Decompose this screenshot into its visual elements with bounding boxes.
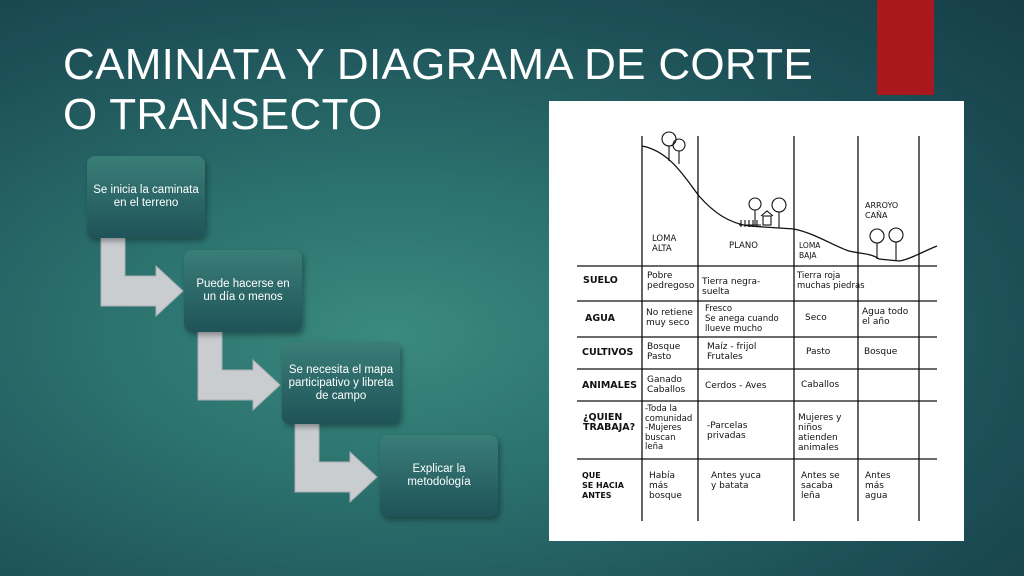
table-cell: Agua todo el año	[862, 307, 909, 327]
table-cell: Maíz - frijol Frutales	[707, 342, 757, 362]
table-cell: Antes yuca y batata	[711, 471, 761, 491]
title-line-2: O TRANSECTO	[63, 90, 383, 139]
table-cell: -Toda la comunidad -Mujeres buscan leña	[645, 404, 693, 452]
row-label-animales: ANIMALES	[582, 380, 638, 391]
zone-label-loma-alta: LOMA ALTA	[652, 234, 677, 254]
row-label-suelo: SUELO	[583, 275, 618, 286]
title-line-1: CAMINATA Y DIAGRAMA DE CORTE	[63, 40, 814, 89]
table-cell: Pasto	[806, 347, 831, 357]
table-cell: Fresco Se anega cuando llueve mucho	[705, 304, 779, 334]
flow-step-4-text: Explicar la metodología	[407, 463, 471, 488]
row-label-agua: AGUA	[585, 313, 615, 324]
table-cell: Seco	[805, 313, 827, 323]
row-label-quien-trabaja: ¿QUIEN TRABAJA?	[583, 412, 636, 433]
row-label-cultivos: CULTIVOS	[582, 347, 634, 358]
table-cell: -Parcelas privadas	[707, 421, 748, 441]
row-label-antes: QUE SE HACIA ANTES	[582, 471, 624, 500]
table-cell: Bosque Pasto	[647, 342, 681, 362]
table-cell: Bosque	[864, 347, 898, 357]
flow-step-1-text: Se inicia la caminata en el terreno	[93, 184, 199, 209]
flow-step-4: Explicar la metodología	[380, 435, 498, 517]
accent-bar	[877, 0, 934, 95]
flow-step-1: Se inicia la caminata en el terreno	[87, 156, 205, 238]
flow-step-2-text: Puede hacerse en un día o menos	[196, 278, 290, 303]
transect-diagram: LOMA ALTA PLANO LOMA BAJA ARROYO CAÑA SU…	[549, 101, 964, 541]
table-cell: Tierra roja muchas piedras	[797, 271, 865, 291]
table-cell: Tierra negra- suelta	[702, 277, 761, 297]
table-cell: Había más bosque	[649, 471, 682, 501]
table-cell: Caballos	[801, 380, 840, 390]
transect-drawing	[577, 131, 938, 521]
table-cell: Mujeres y niños atienden animales	[798, 413, 842, 453]
table-cell: Pobre pedregoso	[647, 271, 695, 291]
table-cell: Cerdos - Aves	[705, 381, 767, 391]
zone-label-loma-baja: LOMA BAJA	[799, 241, 821, 260]
flow-step-3-text: Se necesita el mapa participativo y libr…	[288, 363, 394, 402]
table-cell: Antes se sacaba leña	[801, 471, 840, 501]
table-cell: Ganado Caballos	[647, 375, 686, 395]
table-cell: Antes más agua	[865, 471, 891, 501]
zone-label-arroyo: ARROYO CAÑA	[865, 201, 899, 220]
flow-step-2: Puede hacerse en un día o menos	[184, 250, 302, 332]
flow-step-3: Se necesita el mapa participativo y libr…	[282, 342, 400, 424]
slide-title: CAMINATA Y DIAGRAMA DE CORTE O TRANSECTO	[63, 40, 863, 140]
zone-label-plano: PLANO	[729, 241, 758, 251]
table-cell: No retiene muy seco	[646, 308, 693, 328]
